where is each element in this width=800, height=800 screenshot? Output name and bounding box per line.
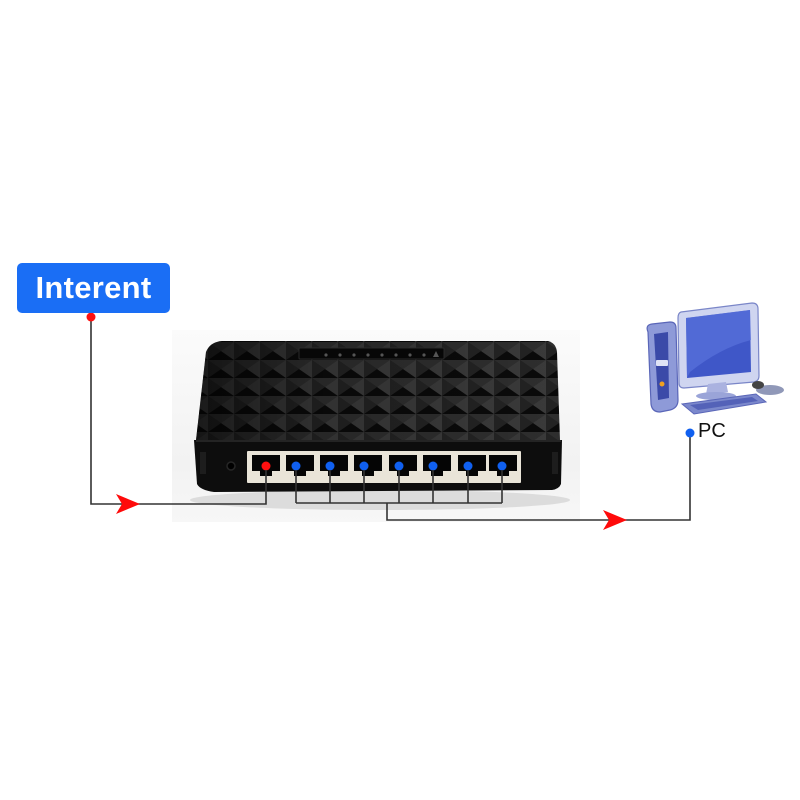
lan-to-pc-line <box>386 434 691 521</box>
power-jack <box>226 461 236 471</box>
internet-to-uplink-line <box>90 318 267 505</box>
led-indicators <box>324 351 439 357</box>
connection-lines <box>90 318 691 521</box>
ethernet-port-1[interactable] <box>252 455 280 476</box>
pc-label: PC <box>698 420 726 442</box>
arrow-right-icon <box>116 494 140 514</box>
lan-port-marker <box>291 461 301 471</box>
lan-port-marker <box>394 461 404 471</box>
internet-connector-dot <box>86 312 96 322</box>
ethernet-port-6[interactable] <box>423 455 451 476</box>
ethernet-port-3[interactable] <box>320 455 348 476</box>
ethernet-port-4[interactable] <box>354 455 382 476</box>
ethernet-port-5[interactable] <box>389 455 417 476</box>
lan-port-marker <box>359 461 369 471</box>
switch-shadow <box>190 490 570 510</box>
computer-mouse <box>756 385 784 395</box>
ethernet-port-block <box>247 451 521 483</box>
pc-connector-dot <box>685 428 695 438</box>
uplink-port-marker <box>261 461 271 471</box>
ethernet-port-2[interactable] <box>286 455 314 476</box>
ethernet-port-8[interactable] <box>489 455 517 476</box>
ethernet-ports <box>252 455 517 476</box>
internet-label-text: Interent <box>35 270 152 305</box>
lan-port-marker <box>463 461 473 471</box>
lan-port-marker <box>428 461 438 471</box>
internet-label: Interent <box>17 263 170 313</box>
lan-port-marker <box>497 461 507 471</box>
network-switch <box>190 341 570 510</box>
led-indicator-panel <box>298 347 445 360</box>
arrow-right-icon <box>603 510 627 530</box>
lan-port-marker <box>325 461 335 471</box>
desktop-computer-icon <box>646 302 784 415</box>
ethernet-port-7[interactable] <box>458 455 486 476</box>
